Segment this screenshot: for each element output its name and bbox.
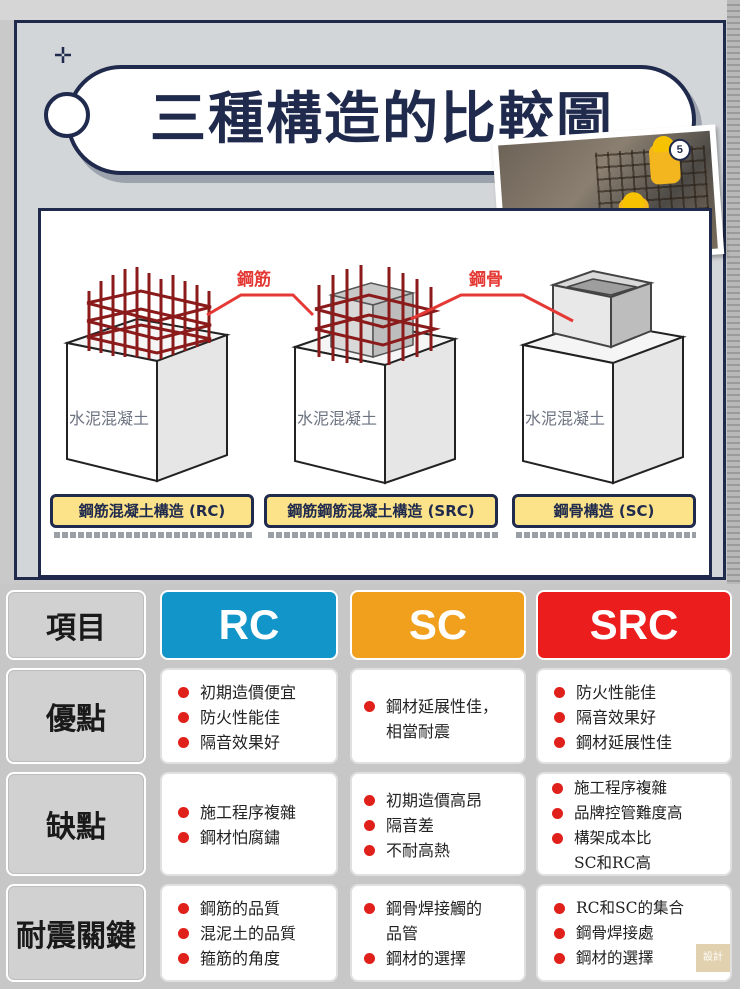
list-item: 鋼骨焊接觸的 (364, 896, 524, 921)
sc-steel-column (549, 269, 655, 349)
comparison-table: 項目 RC SC SRC 優點 初期造價便宜 防火性能佳 隔音效果好 鋼材延展性… (0, 584, 740, 989)
type-src: 鋼筋鋼筋混凝土構造 (SRC) (264, 494, 498, 528)
cell-rc-seismic: 鋼筋的品質 混泥土的品質 箍筋的角度 (160, 884, 338, 982)
list-item: 防火性能佳 (554, 680, 730, 705)
concrete-label-sc: 水泥混凝土 (525, 409, 606, 428)
list-item: 施工程序複雜 (552, 776, 730, 801)
type-rc: 鋼筋混凝土構造 (RC) (50, 494, 254, 528)
list-item: 鋼筋的品質 (178, 896, 336, 921)
list-item: SC和RC高 (574, 854, 652, 872)
type-sc: 鋼骨構造 (SC) (512, 494, 696, 528)
row-label-disadvantages: 缺點 (6, 772, 146, 876)
list-item: 隔音效果好 (178, 730, 336, 755)
list-item: 防火性能佳 (178, 705, 336, 730)
sparkle-icon: ✛ (53, 44, 73, 69)
rebar-callout-line (206, 293, 315, 317)
src-cube (291, 321, 459, 485)
rebar-label: 鋼筋 (237, 270, 271, 290)
list-item: 施工程序複雜 (178, 800, 336, 825)
concrete-label-rc: 水泥混凝土 (69, 409, 150, 428)
cell-sc-disadvantages: 初期造價高昂 隔音差 不耐高熱 (350, 772, 526, 876)
list-item: 品管 (386, 924, 419, 943)
concrete-label-src: 水泥混凝土 (297, 409, 378, 428)
list-item: 初期造價便宜 (178, 680, 336, 705)
row-label-advantages: 優點 (6, 668, 146, 764)
list-item: 構架成本比 (552, 826, 730, 851)
list-item: 隔音差 (364, 813, 524, 838)
list-item: 鋼材怕腐鏽 (178, 825, 336, 850)
steel-callout-line (410, 293, 574, 323)
type-shadow (516, 532, 696, 538)
list-item: 鋼材延展性佳 (554, 730, 730, 755)
cell-rc-disadvantages: 施工程序複雜 鋼材怕腐鏽 (160, 772, 338, 876)
list-item: 隔音效果好 (554, 705, 730, 730)
cell-sc-seismic: 鋼骨焊接觸的 品管 鋼材的選擇 (350, 884, 526, 982)
list-item: 鋼材的選擇 (364, 946, 524, 971)
list-item: 品牌控管難度高 (552, 801, 730, 826)
list-item: RC和SC的集合 (554, 896, 730, 921)
list-item: 初期造價高昂 (364, 788, 524, 813)
list-item: 鋼材延展性佳， (364, 694, 524, 719)
col-head-rc: RC (160, 590, 338, 660)
list-item: 混泥土的品質 (178, 921, 336, 946)
src-rebar-cage (314, 265, 441, 365)
col-head-src: SRC (536, 590, 732, 660)
list-item: 相當耐震 (386, 722, 451, 741)
col-head-sc: SC (350, 590, 526, 660)
steel-label: 鋼骨 (469, 270, 503, 290)
top-band (0, 0, 740, 20)
list-item: 鋼骨焊接處 (554, 921, 730, 946)
cell-sc-advantages: 鋼材延展性佳， 相當耐震 (350, 668, 526, 764)
structures-svg (63, 265, 687, 485)
header-label-cell: 項目 (6, 590, 146, 660)
rc-cube (63, 317, 231, 483)
row-label-seismic-key: 耐震關鍵 (6, 884, 146, 982)
list-item: 不耐高熱 (364, 838, 524, 863)
watermark-logo: 設計 (696, 944, 730, 972)
list-item: 鋼材的選擇 (554, 946, 730, 971)
bubble-icon (44, 92, 90, 138)
type-shadow (54, 532, 254, 538)
cell-src-advantages: 防火性能佳 隔音效果好 鋼材延展性佳 (536, 668, 732, 764)
rc-rebar-cage (86, 267, 212, 359)
list-item: 箍筋的角度 (178, 946, 336, 971)
type-shadow (268, 532, 498, 538)
cell-src-disadvantages: 施工程序複雜 品牌控管難度高 構架成本比 SC和RC高 (536, 772, 732, 876)
cell-rc-advantages: 初期造價便宜 防火性能佳 隔音效果好 (160, 668, 338, 764)
